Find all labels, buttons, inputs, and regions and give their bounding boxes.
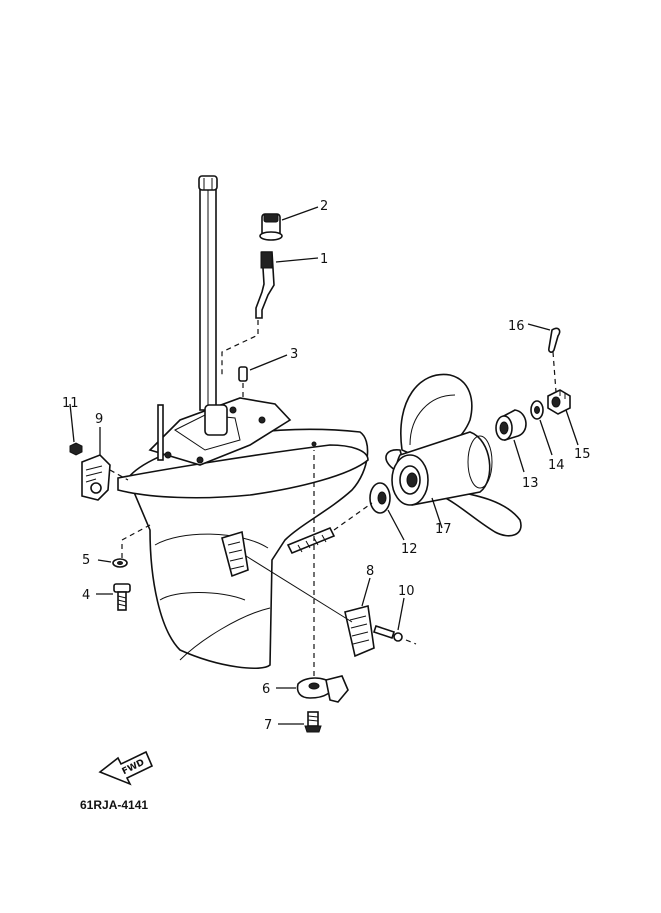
part-17-propeller bbox=[385, 373, 522, 537]
callout-labels: 1 2 3 4 5 6 7 8 9 10 11 12 13 14 15 16 1… bbox=[62, 199, 591, 733]
part-14-washer bbox=[530, 400, 553, 456]
part-2-grommet bbox=[259, 206, 319, 241]
callout-4: 4 bbox=[82, 588, 90, 603]
callout-17: 17 bbox=[435, 522, 452, 537]
part-12-thrust-washer bbox=[333, 482, 405, 541]
callout-10: 10 bbox=[398, 584, 415, 599]
callout-16: 16 bbox=[508, 319, 525, 334]
callout-7: 7 bbox=[264, 718, 272, 733]
propeller-shaft bbox=[286, 526, 336, 555]
callout-8: 8 bbox=[366, 564, 374, 579]
drawing-code: 61RJA-4141 bbox=[80, 798, 148, 812]
part-10-screw bbox=[372, 597, 417, 645]
part-4-bolt bbox=[96, 583, 131, 611]
callout-5: 5 bbox=[82, 553, 90, 568]
callout-15: 15 bbox=[574, 447, 591, 462]
part-9-cover bbox=[81, 427, 129, 501]
part-1-pipe bbox=[221, 251, 319, 375]
callout-12: 12 bbox=[401, 542, 418, 557]
callout-2: 2 bbox=[320, 199, 328, 214]
part-7-bolt bbox=[278, 711, 322, 733]
part-5-washer bbox=[97, 524, 151, 568]
part-15-castle-nut bbox=[547, 389, 579, 446]
callout-9: 9 bbox=[95, 412, 103, 427]
callout-6: 6 bbox=[262, 682, 270, 697]
part-8-trim-tab bbox=[245, 555, 375, 658]
part-16-cotter-pin bbox=[527, 323, 561, 393]
part-6-anode bbox=[276, 450, 349, 703]
part-13-spacer bbox=[495, 409, 527, 473]
lower-casing bbox=[117, 397, 369, 670]
part-3-dowel-pin bbox=[238, 354, 288, 400]
forward-direction-arrow-icon: FWD bbox=[98, 750, 154, 786]
callout-13: 13 bbox=[522, 476, 539, 491]
part-11-nut bbox=[69, 403, 83, 456]
callout-3: 3 bbox=[290, 347, 298, 362]
callout-1: 1 bbox=[320, 252, 328, 267]
drive-shaft bbox=[198, 175, 218, 411]
callout-11: 11 bbox=[62, 396, 79, 411]
callout-14: 14 bbox=[548, 458, 565, 473]
